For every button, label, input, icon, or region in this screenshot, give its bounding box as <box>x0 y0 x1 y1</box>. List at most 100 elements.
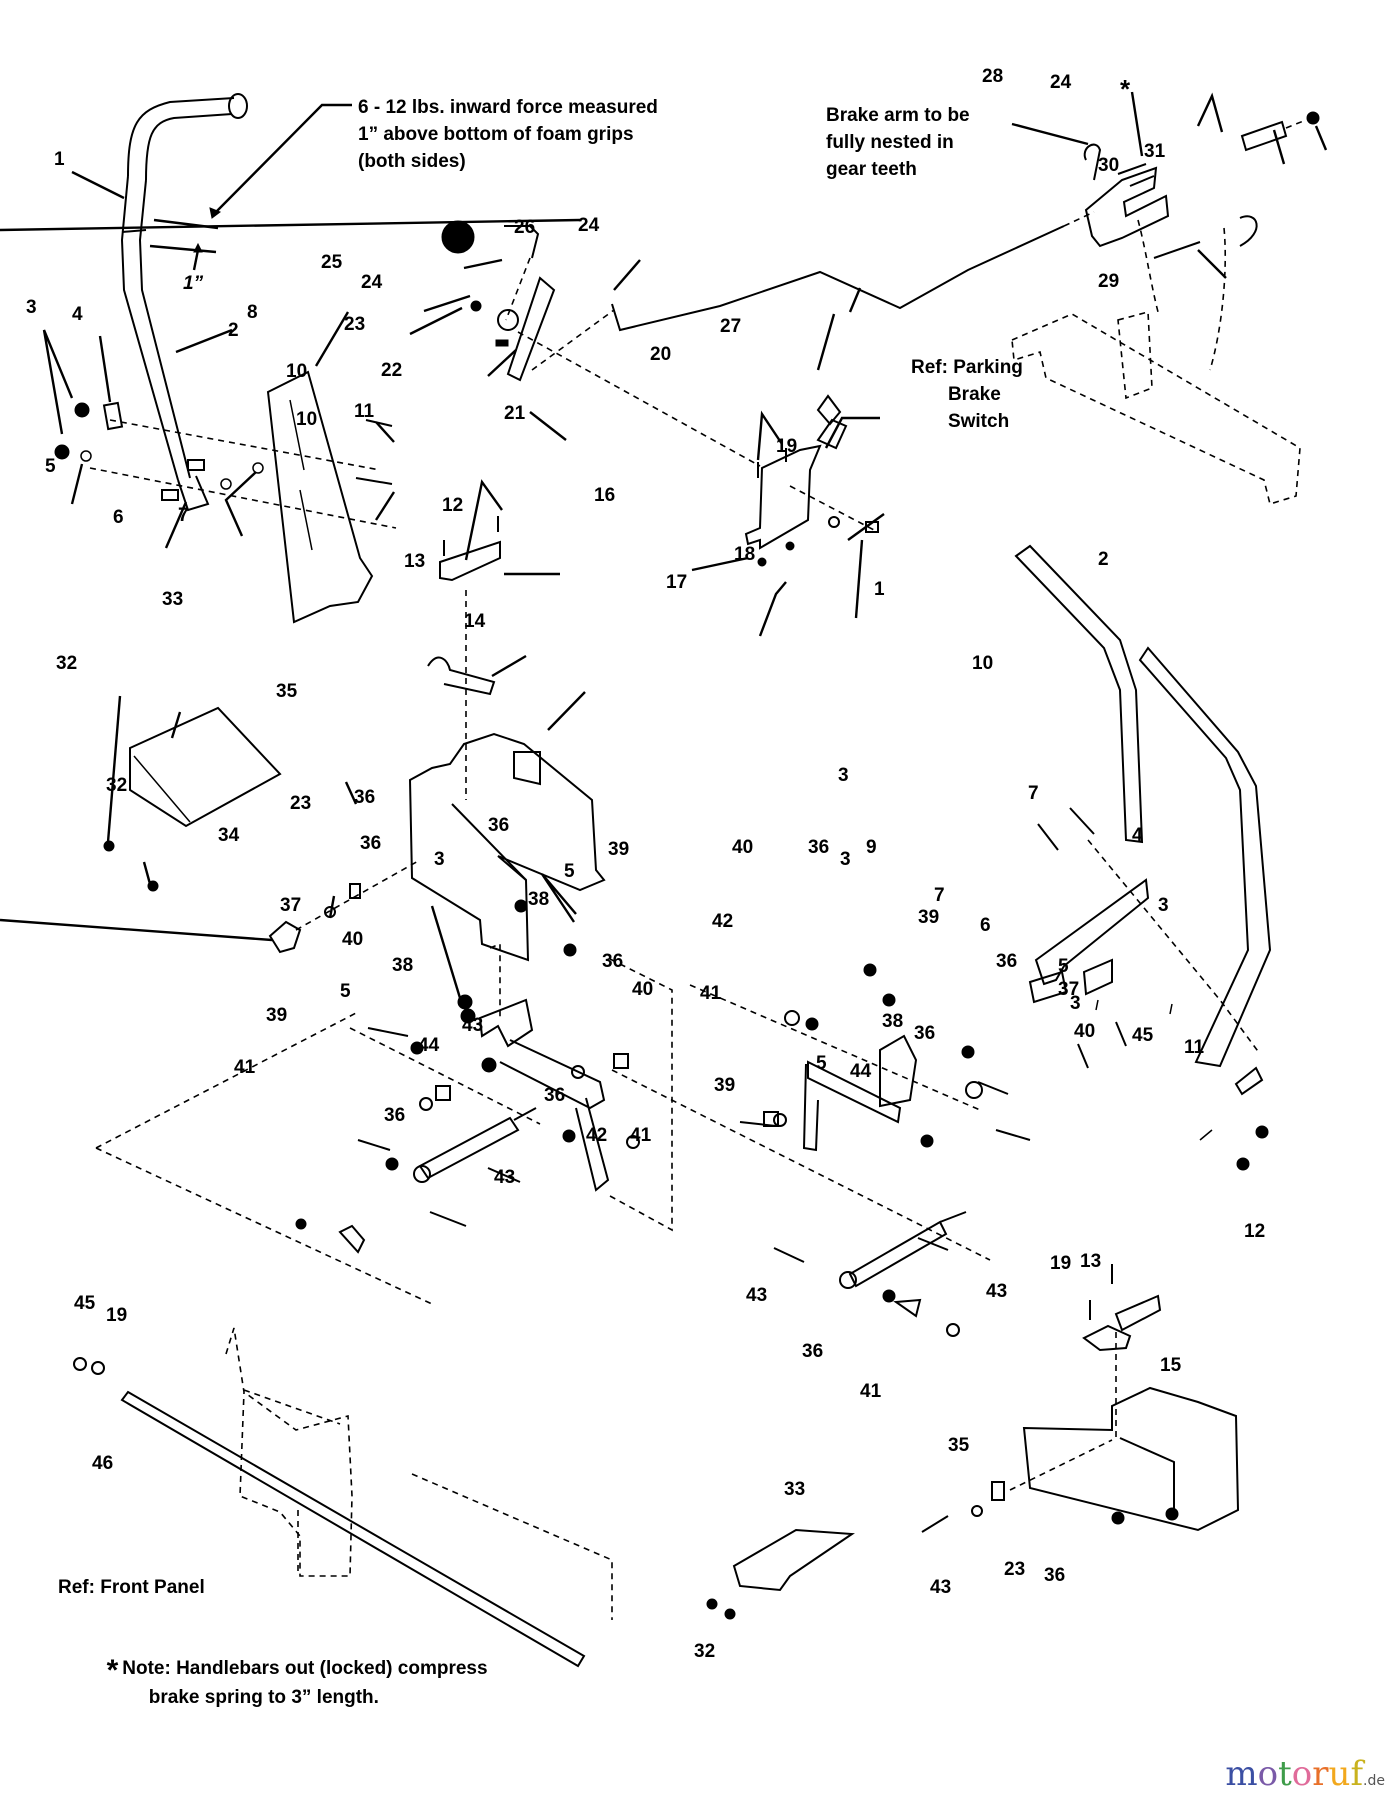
callout-44[interactable]: 44 <box>418 1035 440 1056</box>
callout-2[interactable]: 2 <box>228 320 239 341</box>
callout-35[interactable]: 35 <box>948 1435 970 1456</box>
callout-42[interactable]: 42 <box>586 1125 608 1146</box>
callout-21[interactable]: 21 <box>504 403 526 424</box>
callout-32[interactable]: 32 <box>56 653 78 674</box>
callout-38[interactable]: 38 <box>392 955 414 976</box>
callout-4[interactable]: 4 <box>72 304 83 325</box>
callout-6[interactable]: 6 <box>980 915 991 936</box>
callout-36[interactable]: 36 <box>808 837 830 858</box>
callout-7[interactable]: 7 <box>934 885 945 906</box>
callout-31[interactable]: 31 <box>1144 141 1166 162</box>
callout-36[interactable]: 36 <box>602 951 624 972</box>
callout-2[interactable]: 2 <box>1098 549 1109 570</box>
callout-5[interactable]: 5 <box>1058 956 1069 977</box>
callout-32[interactable]: 32 <box>694 1641 716 1662</box>
callout-5[interactable]: 5 <box>340 981 351 1002</box>
callout-1[interactable]: 1 <box>54 149 65 170</box>
callout-spring-asterisk[interactable]: * <box>1120 74 1131 104</box>
callout-36[interactable]: 36 <box>384 1105 406 1126</box>
callout-39[interactable]: 39 <box>714 1075 736 1096</box>
callout-25[interactable]: 25 <box>321 252 343 273</box>
callout-40[interactable]: 40 <box>342 929 364 950</box>
callout-3[interactable]: 3 <box>840 849 851 870</box>
callout-45[interactable]: 45 <box>1132 1025 1154 1046</box>
callout-38[interactable]: 38 <box>882 1011 904 1032</box>
callout-10[interactable]: 10 <box>972 653 994 674</box>
callout-7[interactable]: 7 <box>1028 783 1039 804</box>
callout-22[interactable]: 22 <box>381 360 403 381</box>
callout-36[interactable]: 36 <box>360 833 382 854</box>
callout-19[interactable]: 19 <box>776 436 798 457</box>
callout-12[interactable]: 12 <box>1244 1221 1266 1242</box>
callout-6[interactable]: 6 <box>113 507 124 528</box>
callout-9[interactable]: 9 <box>866 837 877 858</box>
callout-37[interactable]: 37 <box>280 895 302 916</box>
callout-23[interactable]: 23 <box>344 314 366 335</box>
callout-36[interactable]: 36 <box>488 815 510 836</box>
callout-27[interactable]: 27 <box>720 316 742 337</box>
callout-5[interactable]: 5 <box>45 456 56 477</box>
callout-44[interactable]: 44 <box>850 1061 872 1082</box>
callout-40[interactable]: 40 <box>632 979 654 1000</box>
callout-33[interactable]: 33 <box>162 589 184 610</box>
callout-24[interactable]: 24 <box>578 215 600 236</box>
callout-33[interactable]: 33 <box>784 1479 806 1500</box>
callout-36[interactable]: 36 <box>914 1023 936 1044</box>
callout-5[interactable]: 5 <box>816 1053 827 1074</box>
callout-40[interactable]: 40 <box>732 837 754 858</box>
callout-32[interactable]: 32 <box>106 775 128 796</box>
callout-43[interactable]: 43 <box>746 1285 768 1306</box>
callout-11[interactable]: 11 <box>354 401 375 422</box>
callout-41[interactable]: 41 <box>630 1125 652 1146</box>
callout-3[interactable]: 3 <box>26 297 37 318</box>
callout-7[interactable]: 7 <box>178 505 189 526</box>
callout-17[interactable]: 17 <box>666 572 688 593</box>
callout-3[interactable]: 3 <box>434 849 445 870</box>
motoruf-watermark-logo[interactable]: motoruf.de <box>1225 1754 1385 1794</box>
callout-23[interactable]: 23 <box>1004 1559 1026 1580</box>
callout-46[interactable]: 46 <box>92 1453 114 1474</box>
callout-5[interactable]: 5 <box>564 861 575 882</box>
callout-43[interactable]: 43 <box>930 1577 952 1598</box>
callout-36[interactable]: 36 <box>544 1085 566 1106</box>
callout-26[interactable]: 26 <box>514 217 536 238</box>
callout-3[interactable]: 3 <box>1158 895 1169 916</box>
callout-24[interactable]: 24 <box>1050 72 1072 93</box>
callout-13[interactable]: 13 <box>404 551 426 572</box>
callout-30[interactable]: 30 <box>1098 155 1120 176</box>
callout-36[interactable]: 36 <box>1044 1565 1066 1586</box>
callout-38[interactable]: 38 <box>528 889 550 910</box>
callout-19[interactable]: 19 <box>106 1305 128 1326</box>
callout-23[interactable]: 23 <box>290 793 312 814</box>
callout-3[interactable]: 3 <box>1070 993 1081 1014</box>
callout-24[interactable]: 24 <box>361 272 383 293</box>
callout-29[interactable]: 29 <box>1098 271 1120 292</box>
callout-8[interactable]: 8 <box>247 302 258 323</box>
callout-10[interactable]: 10 <box>286 361 308 382</box>
callout-34[interactable]: 34 <box>218 825 240 846</box>
callout-10[interactable]: 10 <box>296 409 318 430</box>
callout-43[interactable]: 43 <box>462 1015 484 1036</box>
callout-43[interactable]: 43 <box>494 1167 516 1188</box>
callout-41[interactable]: 41 <box>234 1057 256 1078</box>
callout-37[interactable]: 37 <box>1058 979 1080 1000</box>
callout-12[interactable]: 12 <box>442 495 464 516</box>
callout-28[interactable]: 28 <box>982 66 1004 87</box>
callout-43[interactable]: 43 <box>986 1281 1008 1302</box>
callout-19[interactable]: 19 <box>1050 1253 1072 1274</box>
callout-11[interactable]: 11 <box>1184 1037 1205 1058</box>
callout-40[interactable]: 40 <box>1074 1021 1096 1042</box>
callout-39[interactable]: 39 <box>266 1005 288 1026</box>
callout-3[interactable]: 3 <box>838 765 849 786</box>
callout-16[interactable]: 16 <box>594 485 616 506</box>
callout-41[interactable]: 41 <box>860 1381 882 1402</box>
callout-36[interactable]: 36 <box>802 1341 824 1362</box>
callout-4[interactable]: 4 <box>1132 825 1143 846</box>
callout-39[interactable]: 39 <box>608 839 630 860</box>
callout-36[interactable]: 36 <box>354 787 376 808</box>
callout-18[interactable]: 18 <box>734 544 756 565</box>
callout-45[interactable]: 45 <box>74 1293 96 1314</box>
callout-13[interactable]: 13 <box>1080 1251 1102 1272</box>
callout-14[interactable]: 14 <box>464 611 486 632</box>
callout-39[interactable]: 39 <box>918 907 940 928</box>
